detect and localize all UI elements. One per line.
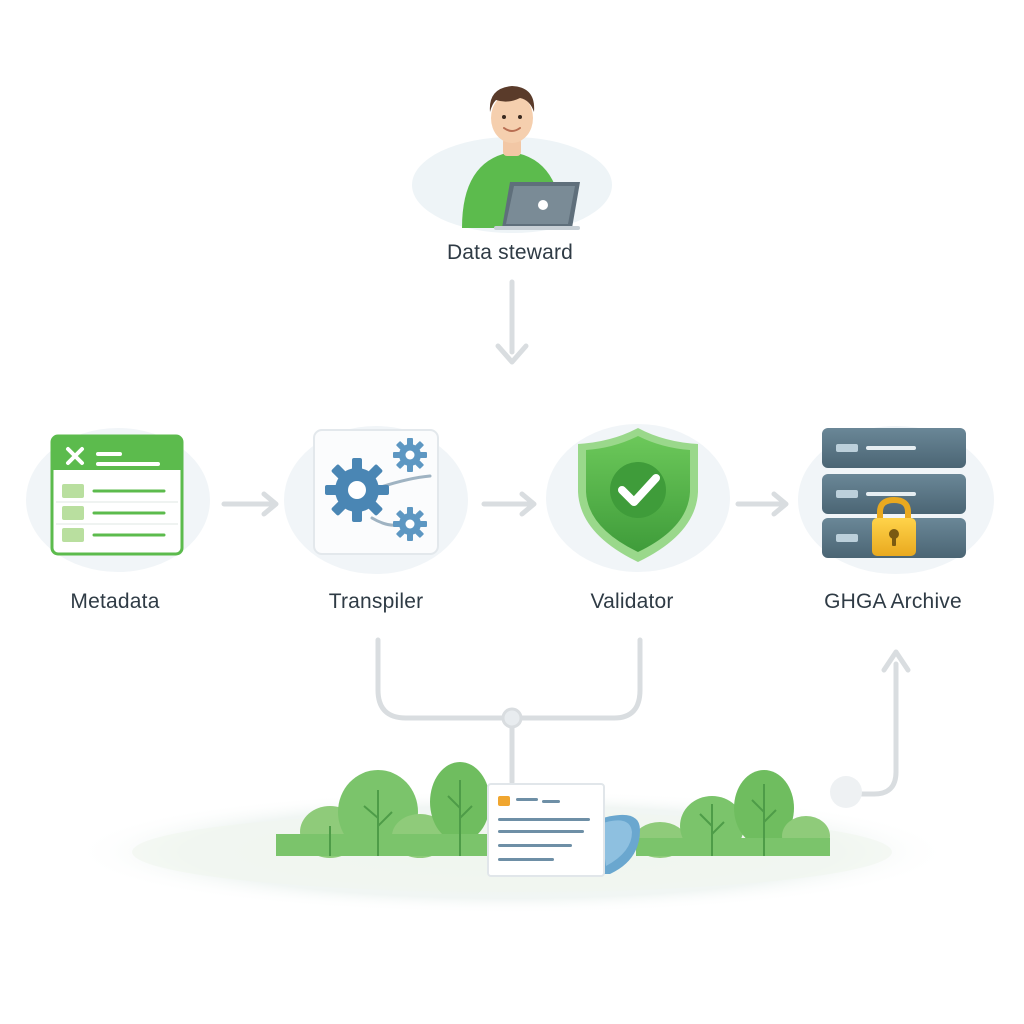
person-with-laptop-icon (462, 86, 580, 230)
transpiler-node (284, 426, 468, 574)
data-steward-node (412, 86, 612, 233)
connector-steward-down (495, 279, 529, 365)
document-scroll-icon (487, 783, 640, 877)
return-connector-archive (830, 649, 911, 808)
spreadsheet-icon (50, 434, 184, 556)
validator-node (546, 424, 730, 572)
shield-check-icon (578, 428, 698, 562)
validator-label: Validator (590, 590, 674, 613)
bushes-right (634, 770, 830, 858)
gears-icon (313, 429, 439, 555)
archive-label: GHGA Archive (824, 590, 962, 613)
arrow-transpiler-validator (481, 491, 537, 517)
steward-label: Data steward (446, 241, 574, 264)
archive-node (798, 426, 994, 574)
arrow-metadata-transpiler (221, 491, 279, 517)
metadata-label: Metadata (70, 590, 160, 613)
metadata-node (26, 428, 210, 572)
transpiler-label: Transpiler (328, 590, 424, 613)
bushes-left (276, 762, 490, 858)
arrow-validator-archive (735, 491, 789, 517)
server-lock-icon (822, 428, 966, 558)
merge-node-dot (501, 707, 523, 729)
